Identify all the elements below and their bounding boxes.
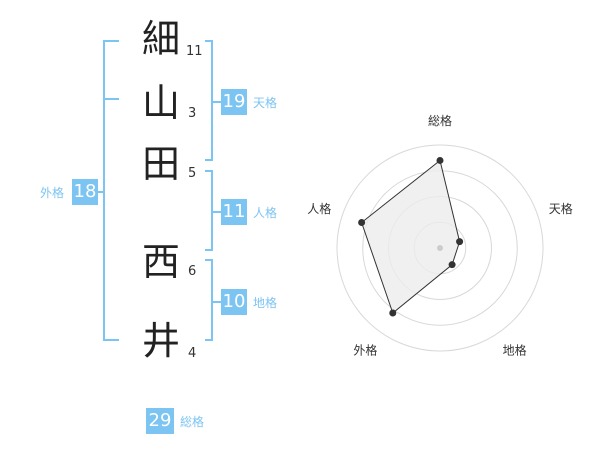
name-char-4: 西 bbox=[142, 240, 181, 284]
gaikaku-bracket bbox=[103, 40, 119, 341]
soukaku-label: 総格 bbox=[180, 415, 205, 429]
name-char-1: 細 bbox=[142, 17, 181, 61]
tenkaku-bracket bbox=[205, 40, 213, 161]
radar-axis-label-5: 人格 bbox=[307, 201, 331, 216]
name-char-3: 田 bbox=[142, 142, 181, 186]
soukaku-value: 29 bbox=[146, 408, 174, 434]
radar-axis-label-4: 外格 bbox=[353, 343, 377, 358]
stroke-count-3: 5 bbox=[188, 166, 197, 181]
tenkaku-label: 天格 bbox=[253, 96, 278, 110]
gaikaku-value: 18 bbox=[72, 179, 98, 205]
name-char-5: 井 bbox=[142, 319, 181, 363]
radar-axis-label-1: 総格 bbox=[428, 113, 452, 128]
chikaku-bracket-connector bbox=[211, 301, 221, 303]
tenkaku-value: 19 bbox=[221, 89, 247, 115]
gaikaku-bracket-connector bbox=[97, 191, 105, 193]
radar-point-2 bbox=[456, 238, 464, 246]
gaikaku-label: 外格 bbox=[40, 186, 65, 200]
jinkaku-value: 11 bbox=[221, 199, 247, 225]
stroke-count-1: 11 bbox=[186, 44, 203, 59]
radar-point-3 bbox=[448, 261, 456, 269]
radar-center-dot bbox=[437, 245, 443, 251]
radar-point-5 bbox=[358, 219, 366, 227]
chikaku-value: 10 bbox=[221, 289, 247, 315]
stroke-count-5: 4 bbox=[188, 346, 197, 361]
gaikaku-bracket-tick bbox=[105, 98, 119, 100]
radar-ring-4 bbox=[336, 144, 544, 352]
radar-point-1 bbox=[436, 156, 444, 164]
radar-points bbox=[358, 156, 464, 317]
jinkaku-bracket bbox=[205, 170, 213, 251]
jinkaku-bracket-connector bbox=[211, 211, 221, 213]
chikaku-label: 地格 bbox=[253, 296, 278, 310]
tenkaku-bracket-connector bbox=[211, 101, 221, 103]
radar-point-4 bbox=[389, 309, 397, 317]
radar-series-area bbox=[361, 159, 461, 314]
chikaku-bracket bbox=[205, 259, 213, 341]
jinkaku-label: 人格 bbox=[253, 206, 278, 220]
name-char-2: 山 bbox=[142, 81, 181, 125]
radar-axis-label-2: 天格 bbox=[549, 201, 573, 216]
stroke-count-2: 3 bbox=[188, 106, 197, 121]
stroke-count-4: 6 bbox=[188, 264, 197, 279]
radar-axis-label-3: 地格 bbox=[503, 343, 527, 358]
